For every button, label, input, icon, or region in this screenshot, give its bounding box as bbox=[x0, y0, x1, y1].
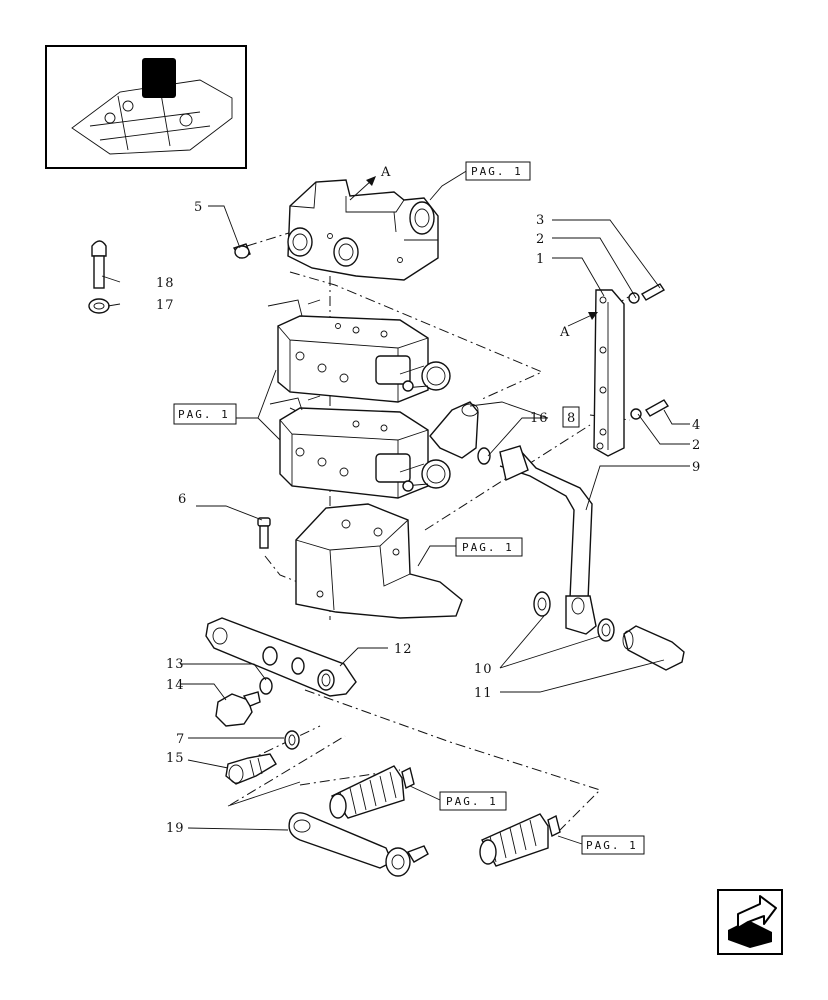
page-reference-boxes: PAG. 1 PAG. 1 PAG. 1 PAG. 1 PAG. 1 8 bbox=[173, 161, 645, 855]
callout-1: 1 bbox=[536, 252, 545, 267]
next-page-arrow-icon[interactable] bbox=[717, 889, 783, 955]
page-ref-middle[interactable]: PAG. 1 bbox=[462, 541, 514, 554]
callout-10: 10 bbox=[474, 662, 493, 677]
arrow-label-a-side: A bbox=[559, 325, 570, 340]
callout-12: 12 bbox=[394, 642, 413, 657]
valve-section-upper bbox=[267, 299, 451, 403]
leader-lines bbox=[101, 169, 690, 845]
callout-3: 3 bbox=[536, 213, 545, 228]
arrow-label-a-top: A bbox=[380, 165, 391, 180]
callout-4: 4 bbox=[692, 418, 701, 433]
top-valve-body bbox=[287, 179, 439, 281]
direction-arrows: A A bbox=[349, 165, 598, 340]
plugs-and-washers bbox=[215, 677, 300, 785]
callout-11: 11 bbox=[474, 686, 493, 701]
callout-5: 5 bbox=[194, 200, 203, 215]
callout-17: 17 bbox=[156, 298, 175, 313]
hydraulic-pipe bbox=[499, 445, 597, 635]
thumbnail-inset bbox=[45, 45, 247, 169]
page-ref-spring-upper[interactable]: PAG. 1 bbox=[446, 795, 498, 808]
lever-key bbox=[288, 812, 429, 877]
callout-16: 16 bbox=[530, 411, 549, 426]
callout-19: 19 bbox=[166, 821, 185, 836]
bracket bbox=[593, 283, 670, 457]
lever-bar bbox=[205, 617, 357, 697]
callout-7: 7 bbox=[176, 732, 185, 747]
elbow-connector bbox=[429, 401, 491, 465]
highlighted-component bbox=[142, 58, 176, 98]
callout-9: 9 bbox=[692, 460, 701, 475]
pipe-fittings bbox=[533, 591, 685, 671]
callout-numbers: 1 2 2 3 4 5 6 7 9 10 11 12 13 14 15 16 1… bbox=[156, 200, 701, 836]
valve-section-lower bbox=[269, 395, 451, 499]
callout-13: 13 bbox=[166, 657, 185, 672]
spring-assemblies bbox=[329, 765, 561, 867]
lower-support-body bbox=[295, 503, 463, 619]
page-ref-left[interactable]: PAG. 1 bbox=[178, 408, 230, 421]
callout-15: 15 bbox=[166, 751, 185, 766]
callout-2b: 2 bbox=[692, 438, 701, 453]
callout-14: 14 bbox=[166, 678, 185, 693]
page-ref-top[interactable]: PAG. 1 bbox=[471, 165, 523, 178]
small-hardware bbox=[88, 240, 271, 549]
page-ref-spring-lower[interactable]: PAG. 1 bbox=[586, 839, 638, 852]
callout-2a: 2 bbox=[536, 232, 545, 247]
callout-18: 18 bbox=[156, 276, 175, 291]
box-ref-8[interactable]: 8 bbox=[567, 411, 576, 426]
callout-6: 6 bbox=[178, 492, 187, 507]
